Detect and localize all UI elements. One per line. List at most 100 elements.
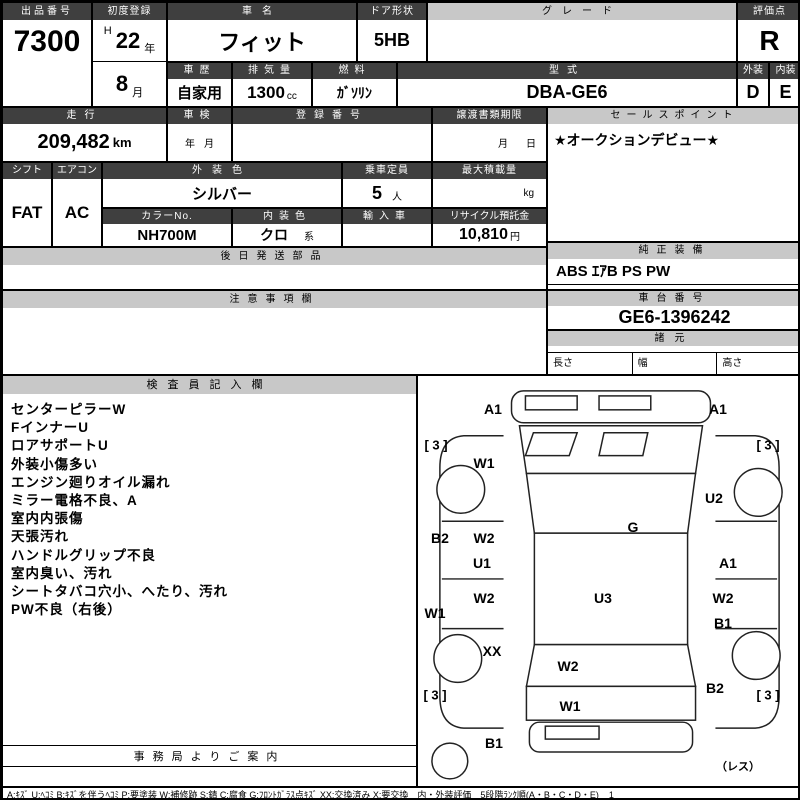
inspector-note: 室内内張傷 — [11, 511, 84, 527]
genuine-equipment-label: 純正装備 — [548, 243, 798, 259]
inspector-note: ロアサポートU — [11, 438, 109, 454]
lot-label: 出品番号 — [3, 3, 91, 20]
inspector-note: PW不良（右後） — [11, 602, 122, 618]
interior-grade-value: E — [779, 82, 792, 102]
transfer-deadline-cell: 譲渡書類期限 月 日 — [432, 107, 547, 162]
office-label: 事務局よりご案内 — [133, 751, 286, 763]
damage-marker: [ 3 ] — [756, 437, 780, 453]
aircon-value: AC — [64, 202, 90, 222]
damage-marker: A1 — [709, 401, 727, 417]
spare-tire — [431, 742, 469, 780]
right-wheels — [731, 467, 783, 681]
month-unit: 月 — [132, 87, 144, 99]
car-name-value: フィット — [218, 29, 306, 55]
damage-marker: （レス） — [716, 761, 760, 773]
import-car-label: 輸入車 — [343, 209, 431, 224]
max-load-unit: kg — [523, 187, 534, 199]
car-name-label: 車名 — [168, 3, 356, 20]
later-parts-label: 後日発送部品 — [3, 248, 546, 265]
import-car-value — [343, 224, 431, 246]
damage-marker: W1 — [424, 605, 446, 621]
damage-marker: B1 — [714, 615, 732, 631]
shift-label: シフト — [3, 163, 51, 179]
color-no-value: NH700M — [137, 226, 197, 244]
aircon-cell: エアコン AC — [52, 162, 102, 247]
damage-marker: G — [627, 519, 639, 535]
shift-value: FAT — [11, 202, 43, 222]
recycle-deposit-unit: 円 — [509, 232, 520, 243]
inspector-note: エンジン廻りオイル漏れ — [11, 474, 171, 490]
history-cell: 車歴 自家用 — [167, 62, 232, 107]
score-value: R — [759, 24, 780, 56]
car-body-top-view — [510, 390, 712, 753]
exterior-color-cell: 外装色 シルバー — [102, 162, 342, 208]
lot-cell: 出品番号 7300 — [2, 2, 92, 107]
damage-marker: XX — [482, 643, 502, 659]
capacity-cell: 乗車定員 5 人 — [342, 162, 432, 208]
first-registration-cell: 初度登録 H 22 年 8 月 — [92, 2, 167, 107]
model-code-cell: 型式 DBA-GE6 — [397, 62, 737, 107]
registration-number-value — [233, 124, 431, 161]
car-diagram — [431, 390, 783, 780]
mileage-unit: km — [112, 135, 132, 150]
damage-marker: W2 — [473, 530, 495, 546]
later-parts-cell: 後日発送部品 — [2, 247, 547, 290]
spec-width-label: 幅 — [633, 353, 718, 374]
exterior-grade-value: D — [746, 82, 760, 102]
inspection-month-unit: 月 — [204, 139, 214, 150]
fuel-value: ｶﾞｿﾘﾝ — [337, 84, 372, 101]
inspection-label: 車検 — [168, 108, 231, 124]
inspector-note: 外装小傷多い — [11, 456, 98, 472]
history-value: 自家用 — [176, 85, 222, 102]
left-side-panels — [439, 434, 504, 729]
chassis-no-cell: 車台番号 GE6-1396242 — [547, 290, 798, 330]
damage-marker: [ 3 ] — [756, 687, 780, 703]
damage-marker: [ 3 ] — [423, 687, 447, 703]
grade-cell: グレード — [427, 2, 737, 62]
inspector-note: FインナーU — [11, 420, 89, 436]
left-wheels — [433, 464, 486, 684]
office-strip: 事務局よりご案内 — [3, 745, 416, 767]
specs-label: 諸元 — [548, 331, 798, 346]
displacement-cell: 排気量 1300 cc — [232, 62, 312, 107]
legend-bar: A:ｷｽﾞ U:ﾍｺﾐ B:ｷｽﾞを伴うﾍｺﾐ P:要塗装 W:補修跡 S:錆 … — [2, 787, 798, 798]
registration-number-cell: 登録番号 — [232, 107, 432, 162]
first-registration-year: 22 — [115, 27, 141, 53]
recycle-deposit-value: 10,810 — [459, 226, 508, 243]
exterior-color-label: 外装色 — [103, 163, 341, 179]
inspector-note: センターピラーW — [11, 402, 127, 417]
registration-number-label: 登録番号 — [233, 108, 431, 124]
grade-label: グレード — [428, 3, 736, 20]
transfer-month-unit: 月 — [498, 139, 508, 150]
interior-color-cell: 内装色 クロ 系 — [232, 208, 342, 247]
interior-color-value: クロ — [260, 227, 288, 243]
grade-value — [428, 20, 736, 61]
damage-marker: W1 — [473, 455, 495, 471]
recycle-deposit-label: リサイクル預託金 — [433, 209, 546, 224]
inspector-note: 室内臭い、汚れ — [11, 565, 113, 581]
mileage-label: 走行 — [3, 108, 166, 124]
recycle-deposit-cell: リサイクル預託金 10,810 円 — [432, 208, 547, 247]
transfer-deadline-label: 譲渡書類期限 — [433, 108, 546, 124]
color-no-cell: カラーNo. NH700M — [102, 208, 232, 247]
damage-marker: U2 — [705, 490, 723, 506]
inspector-note: シートタバコ穴小、へたり、汚れ — [11, 584, 228, 600]
model-code-value: DBA-GE6 — [526, 82, 608, 102]
right-side-panels — [715, 434, 780, 729]
interior-grade-cell: 内装 E — [769, 62, 798, 107]
spec-length-label: 長さ — [548, 353, 633, 374]
max-load-label: 最大積載量 — [433, 163, 546, 179]
inspection-cell: 車検 年 月 — [167, 107, 232, 162]
shift-cell: シフト FAT — [2, 162, 52, 247]
spec-height-label: 高さ — [722, 358, 743, 369]
door-shape-cell: ドア形状 5HB — [357, 2, 427, 62]
capacity-value: 5 — [371, 182, 382, 203]
mileage-cell: 走行 209,482 km — [2, 107, 167, 162]
exterior-color-value: シルバー — [191, 185, 252, 203]
displacement-value: 1300 — [247, 82, 285, 102]
score-label: 評価点 — [738, 3, 798, 20]
door-shape-value: 5HB — [373, 30, 410, 50]
